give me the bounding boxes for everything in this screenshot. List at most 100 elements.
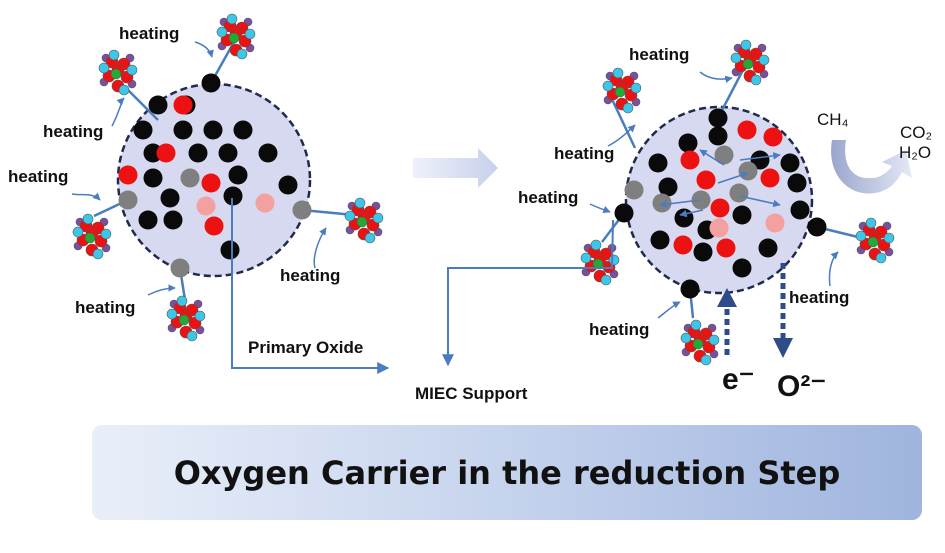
heating-label: heating: [280, 266, 341, 285]
cluster-atom: [708, 334, 720, 346]
connector-line: [608, 94, 637, 149]
gray-dot: [292, 200, 312, 220]
black-dot: [138, 210, 158, 230]
oxide-ion-label: O²⁻: [777, 370, 827, 403]
cluster-atom: [372, 212, 384, 224]
black-dot: [674, 208, 694, 228]
cluster-atom: [750, 74, 762, 86]
support-cluster: [855, 217, 895, 264]
black-dot: [160, 188, 180, 208]
gray-dot: [729, 183, 749, 203]
h2o-label: H₂O: [899, 143, 932, 162]
black-dot: [218, 143, 238, 163]
support-cluster: [344, 197, 384, 244]
red-dot: [716, 238, 736, 258]
pink-dot: [709, 218, 729, 238]
cluster-atom: [883, 232, 895, 244]
black-dot: [173, 120, 193, 140]
red-dot: [118, 165, 138, 185]
black-dot: [758, 238, 778, 258]
black-dot: [708, 108, 728, 128]
cluster-atom: [354, 197, 366, 209]
electron-label: e⁻: [722, 363, 755, 396]
black-dot: [163, 210, 183, 230]
title-banner: Oxygen Carrier in the reduction Step: [92, 425, 922, 520]
gray-dot: [738, 161, 758, 181]
cluster-atom: [216, 26, 228, 38]
gray-dot: [170, 258, 190, 278]
red-dot: [201, 173, 221, 193]
black-dot: [807, 217, 827, 237]
support-cluster: [98, 49, 138, 96]
heating-label: heating: [8, 167, 69, 186]
cluster-atom: [740, 39, 752, 51]
black-dot: [278, 175, 298, 195]
gray-dot: [691, 190, 711, 210]
cluster-atom: [758, 54, 770, 66]
heating-leader-arrow: [147, 284, 176, 296]
ch4-label: CH₄: [817, 110, 849, 129]
black-dot: [228, 165, 248, 185]
cluster-atom: [108, 49, 120, 61]
black-dot: [148, 95, 168, 115]
pink-dot: [765, 213, 785, 233]
heating-label: heating: [518, 188, 579, 207]
red-dot: [696, 170, 716, 190]
red-dot: [156, 143, 176, 163]
red-dot: [173, 95, 193, 115]
primary-oxide-label: Primary Oxide: [248, 338, 364, 357]
gray-dot: [624, 180, 644, 200]
heating-label: heating: [554, 144, 615, 163]
cluster-atom: [110, 68, 122, 80]
lattice-dots: [118, 73, 827, 299]
cluster-atom: [600, 274, 612, 286]
black-dot: [750, 150, 770, 170]
cluster-atom: [680, 332, 692, 344]
cluster-atom: [98, 62, 110, 74]
black-dot: [790, 200, 810, 220]
red-dot: [673, 235, 693, 255]
black-dot: [143, 168, 163, 188]
cluster-atom: [690, 319, 702, 331]
black-dot: [133, 120, 153, 140]
cluster-atom: [700, 354, 712, 366]
heating-label: heating: [43, 122, 104, 141]
support-cluster: [72, 213, 112, 260]
cluster-atom: [92, 248, 104, 260]
heating-label: heating: [589, 320, 650, 339]
oxide-ion-arrow: [773, 263, 793, 358]
heating-leader-arrow: [828, 251, 839, 287]
support-cluster: [680, 319, 720, 366]
cluster-atom: [630, 82, 642, 94]
cluster-atom: [865, 217, 877, 229]
cluster-atom: [344, 210, 356, 222]
black-dot: [650, 230, 670, 250]
cluster-atom: [622, 102, 634, 114]
gray-dot: [652, 193, 672, 213]
cluster-atom: [612, 67, 624, 79]
red-dot: [760, 168, 780, 188]
black-dot: [223, 186, 243, 206]
cluster-atom: [730, 52, 742, 64]
heating-leader-arrow: [589, 203, 611, 213]
diffusion-arrow: [699, 149, 725, 166]
black-dot: [258, 143, 278, 163]
cluster-atom: [228, 32, 240, 44]
cluster-atom: [194, 310, 206, 322]
black-dot: [188, 143, 208, 163]
cluster-atom: [580, 252, 592, 264]
cluster-atom: [84, 232, 96, 244]
black-dot: [708, 126, 728, 146]
cluster-atom: [166, 308, 178, 320]
cluster-atom: [867, 236, 879, 248]
heating-leader-arrow: [71, 192, 101, 201]
black-dot: [678, 133, 698, 153]
miec-support-label: MIEC Support: [415, 384, 528, 403]
gray-dot: [180, 168, 200, 188]
cluster-atom: [118, 84, 130, 96]
cluster-atom: [244, 28, 256, 40]
gray-dot: [714, 145, 734, 165]
pink-dot: [196, 196, 216, 216]
